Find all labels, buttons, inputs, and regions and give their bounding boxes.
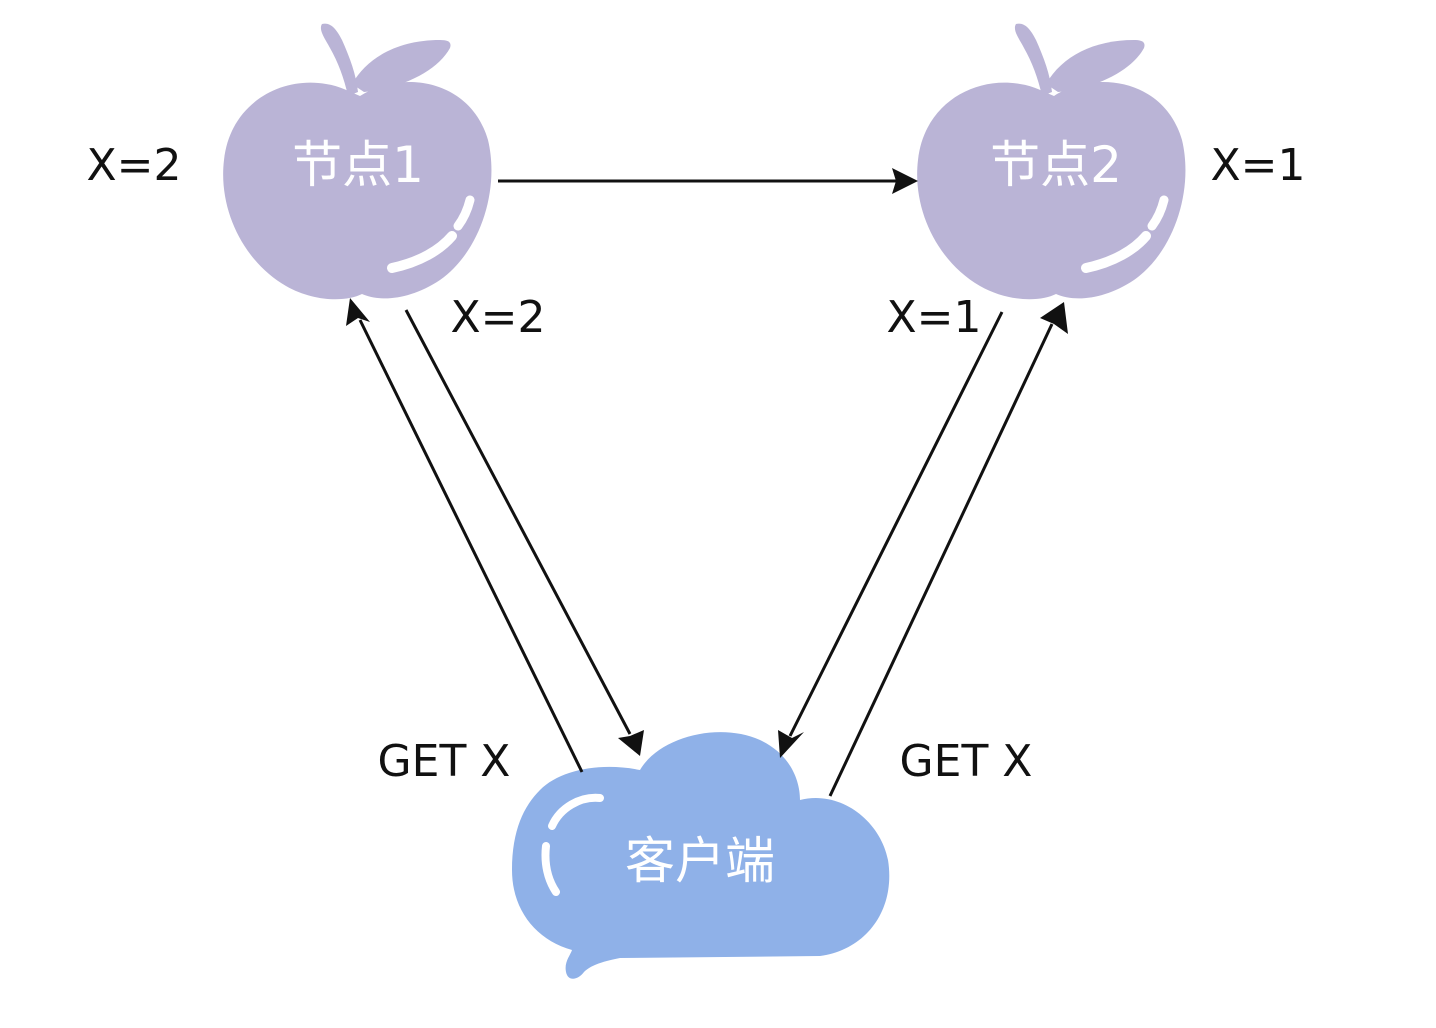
apple-icon <box>917 23 1186 300</box>
edge-label: X=1 <box>886 292 981 343</box>
node-value-label: X=2 <box>86 140 181 191</box>
apple-highlight <box>453 195 475 231</box>
apple-highlight <box>1081 231 1151 273</box>
cloud-highlight <box>548 793 604 830</box>
edge-label: GET X <box>900 736 1033 787</box>
arrowhead-icon <box>618 730 644 756</box>
apple-highlight <box>1147 195 1169 231</box>
client: 客户端 <box>512 732 890 979</box>
apple-stem <box>1014 23 1052 96</box>
edge-line <box>788 311 1004 737</box>
edge-label: X=2 <box>450 292 545 343</box>
edge-node1-to-client: X=2 <box>404 292 644 756</box>
node-value-label: X=1 <box>1210 140 1305 191</box>
edge-node1-to-node2 <box>498 168 918 194</box>
arrowhead-icon <box>778 730 804 758</box>
apple-highlight <box>387 231 457 273</box>
apple-stem <box>320 23 358 96</box>
arrowhead-icon <box>892 168 918 194</box>
apple-body <box>223 82 492 300</box>
edge-label: GET X <box>378 736 511 787</box>
apple-leaf <box>352 40 451 92</box>
arrowhead-icon <box>346 298 370 326</box>
cloud-icon <box>512 732 890 979</box>
apple-leaf <box>1046 40 1145 92</box>
node-2: 节点2 X=1 <box>917 23 1306 300</box>
edge-line <box>404 309 632 735</box>
edge-client-to-node1: GET X <box>346 298 584 787</box>
apple-icon <box>223 23 492 300</box>
cloud-body <box>512 732 890 979</box>
node-1: 节点1 X=2 <box>86 23 492 300</box>
edge-node2-to-client: X=1 <box>778 292 1004 758</box>
edge-line <box>358 319 584 773</box>
client-label: 客户端 <box>625 832 775 890</box>
edge-client-to-node2: GET X <box>828 302 1068 797</box>
edge-line <box>828 323 1054 797</box>
node-label: 节点1 <box>292 136 424 194</box>
node-label: 节点2 <box>990 136 1122 194</box>
arrowhead-icon <box>1040 302 1068 334</box>
apple-body <box>917 82 1186 300</box>
cloud-highlight <box>541 842 560 896</box>
